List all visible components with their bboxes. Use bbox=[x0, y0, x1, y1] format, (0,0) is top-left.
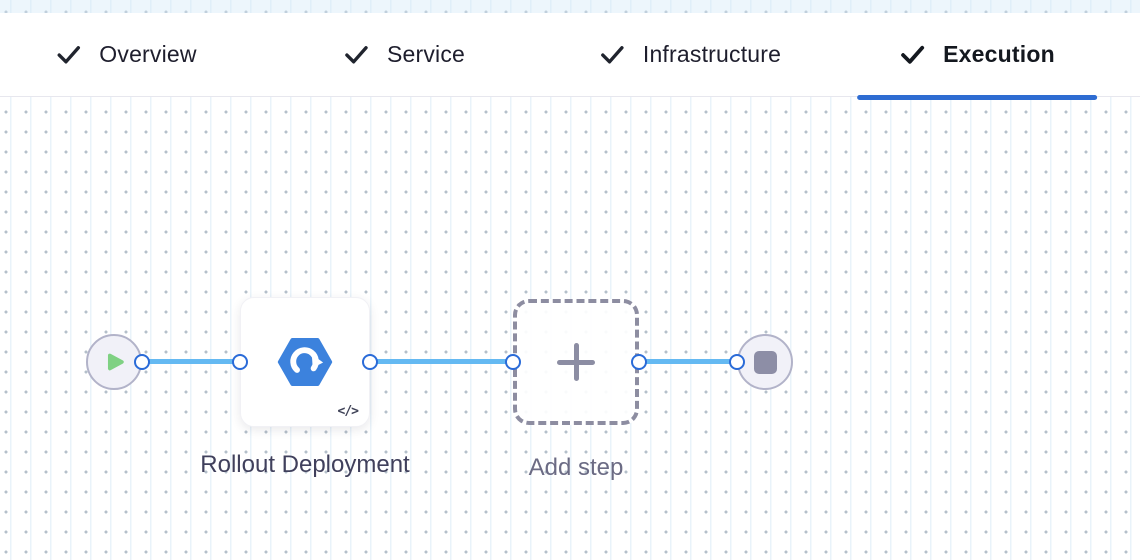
rolling-deployment-hexagon-icon bbox=[277, 337, 333, 387]
port-step-out[interactable] bbox=[362, 354, 378, 370]
check-icon bbox=[601, 46, 624, 64]
port-addstep-in[interactable] bbox=[505, 354, 521, 370]
edge-start-to-step bbox=[142, 359, 240, 364]
edge-step-to-addstep bbox=[370, 359, 513, 364]
code-icon[interactable]: </> bbox=[337, 404, 360, 419]
tab-execution-label: Execution bbox=[943, 41, 1055, 67]
port-end-in[interactable] bbox=[729, 354, 745, 370]
active-tab-underline bbox=[857, 95, 1097, 100]
check-icon bbox=[57, 46, 81, 64]
tab-overview-label: Overview bbox=[99, 41, 197, 67]
tab-execution[interactable]: Execution bbox=[857, 13, 1097, 100]
play-icon bbox=[107, 353, 124, 371]
step-node-rollout-deployment[interactable]: </> bbox=[240, 297, 370, 427]
add-step-button[interactable] bbox=[513, 299, 639, 425]
add-step-label[interactable]: Add step bbox=[528, 454, 624, 481]
canvas-top-strip bbox=[0, 0, 1140, 13]
step-label-rollout-deployment: Rollout Deployment bbox=[200, 451, 410, 478]
stage-tabbar: Overview Service Infrastructure Executio… bbox=[0, 13, 1140, 100]
port-addstep-out[interactable] bbox=[631, 354, 647, 370]
tab-infrastructure[interactable]: Infrastructure bbox=[599, 13, 781, 96]
check-icon bbox=[901, 45, 925, 64]
plus-icon bbox=[557, 343, 595, 381]
tab-service[interactable]: Service bbox=[343, 13, 465, 96]
check-icon bbox=[345, 46, 368, 64]
pipeline-start-node[interactable] bbox=[86, 334, 142, 390]
tab-service-label: Service bbox=[386, 41, 466, 67]
pipeline-end-node[interactable] bbox=[737, 334, 793, 390]
tab-infrastructure-label: Infrastructure bbox=[642, 41, 782, 67]
port-step-in[interactable] bbox=[232, 354, 248, 370]
tab-overview[interactable]: Overview bbox=[55, 13, 197, 96]
edge-addstep-to-end bbox=[639, 359, 737, 364]
port-start-out[interactable] bbox=[134, 354, 150, 370]
stop-icon bbox=[753, 350, 777, 374]
